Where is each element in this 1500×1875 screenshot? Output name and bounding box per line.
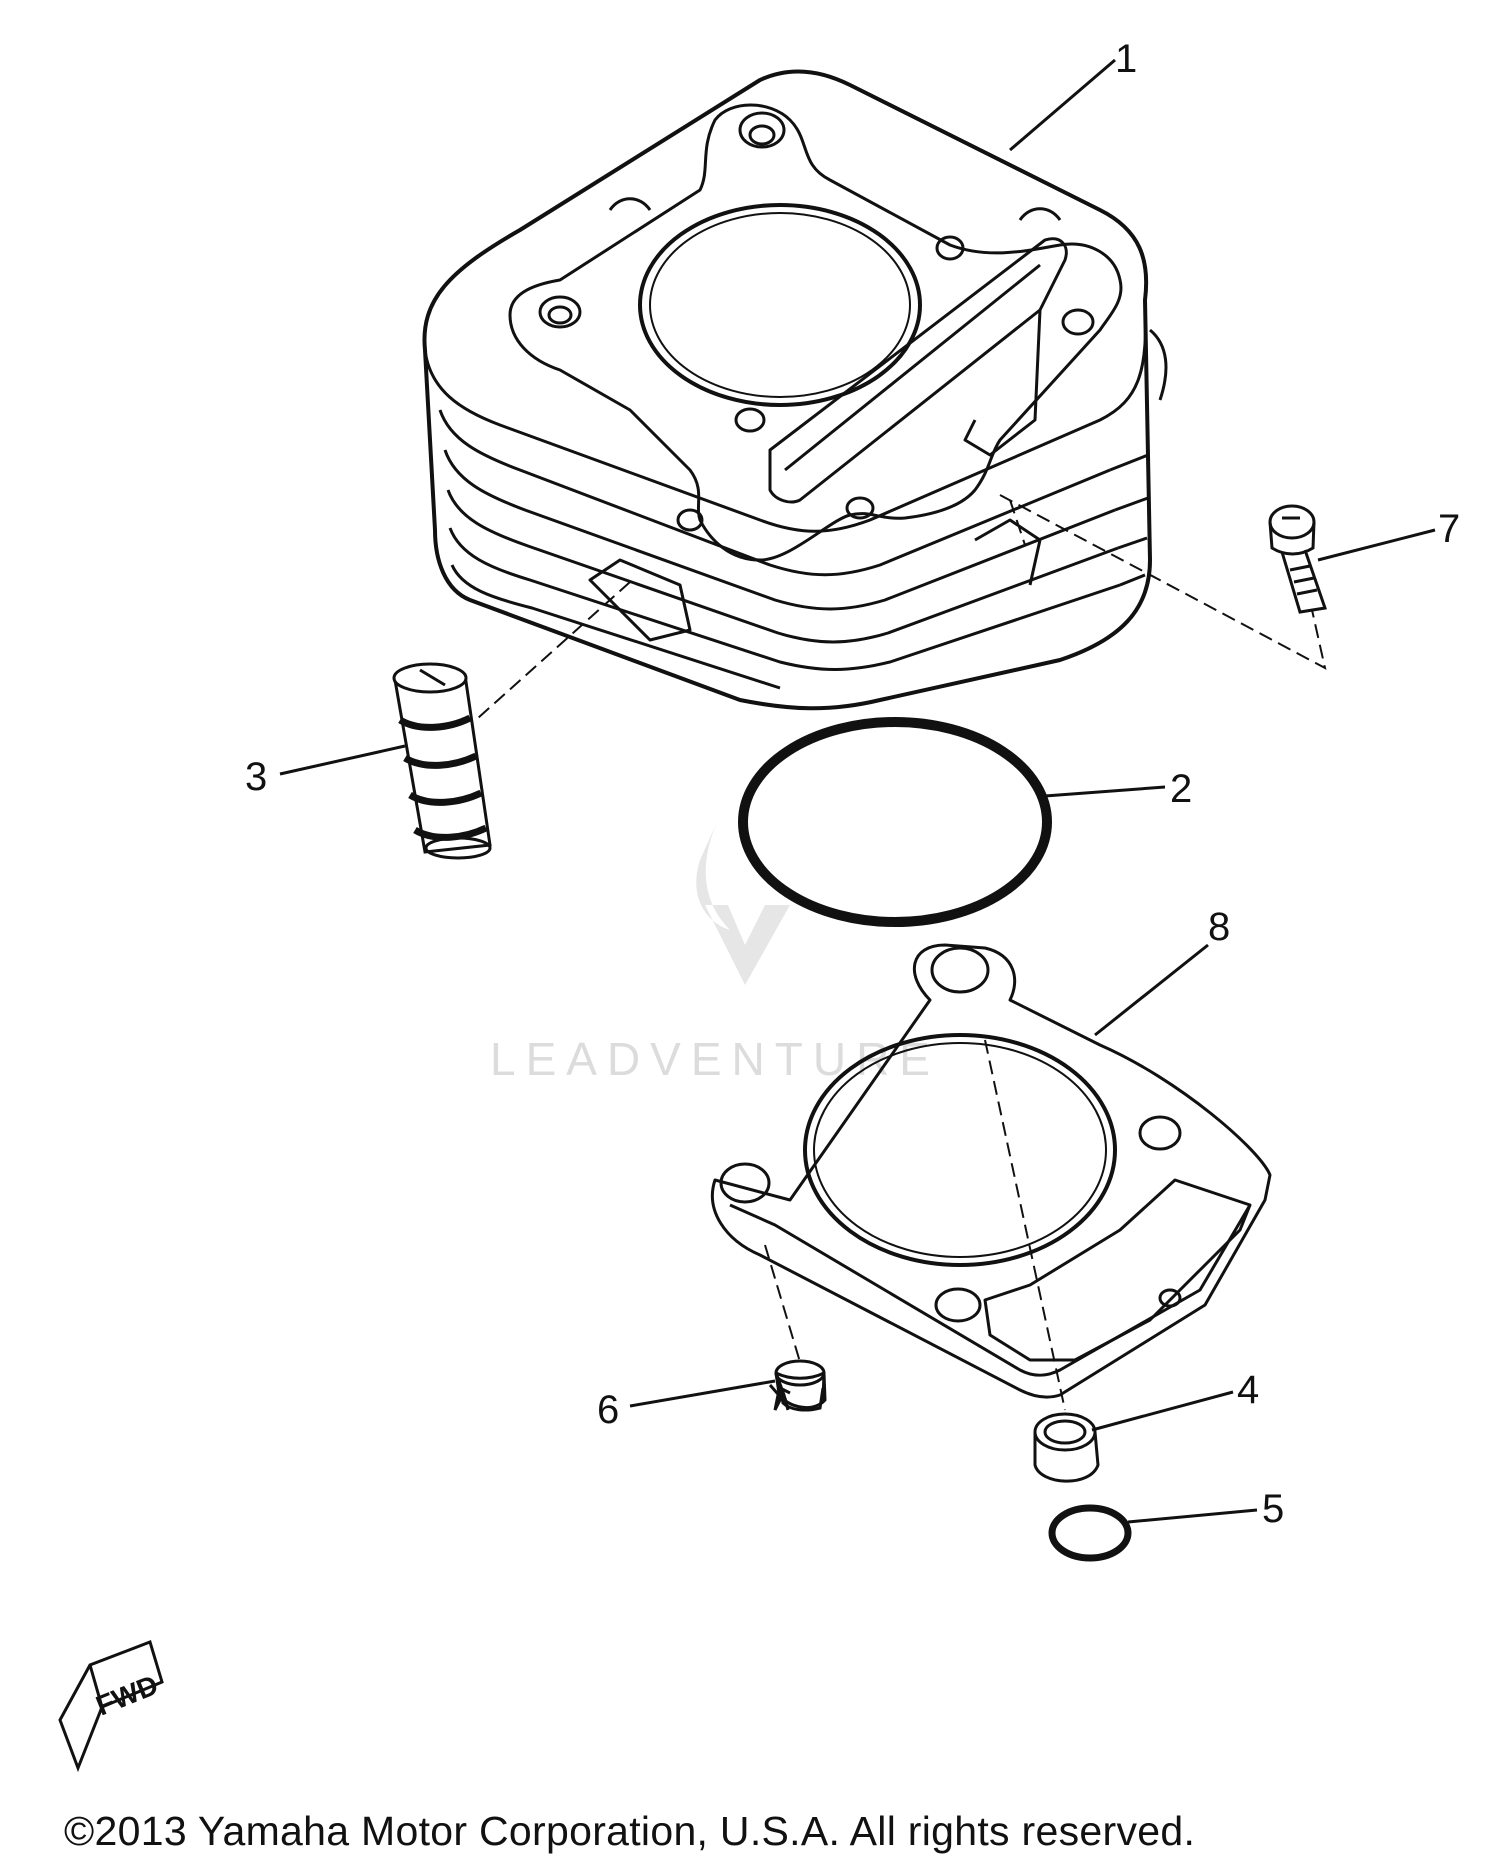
callout-6: 6 [597,1388,619,1432]
callout-5: 5 [1262,1487,1284,1531]
watermark: LEADVENTURE [490,820,940,1085]
leader-7 [1317,528,1436,562]
callout-8: 8 [1208,905,1230,949]
assembly-line-gasket [984,1039,1066,1411]
assembly-line-bolt-b [1009,499,1026,546]
callout-4: 4 [1237,1368,1259,1412]
assembly-line-stud [477,581,631,719]
callout-1: 1 [1115,37,1137,81]
leader-2 [1044,785,1166,798]
assembly-lines [477,494,1327,1411]
leader-6 [629,1379,776,1408]
part-6-dowel-pin [768,1359,827,1412]
copyright-notice: ©2013 Yamaha Motor Corporation, U.S.A. A… [64,1808,1196,1854]
callout-7: 7 [1438,507,1460,551]
leader-1 [1009,58,1116,152]
callout-3: 3 [245,755,267,799]
leader-8 [1094,943,1209,1037]
part-5-o-ring [1048,1504,1132,1562]
watermark-logo-icon [696,820,790,985]
callout-2: 2 [1170,767,1192,811]
leader-5 [1127,1508,1258,1524]
part-1-cylinder [422,69,1168,711]
leader-4 [1091,1390,1234,1432]
watermark-text: LEADVENTURE [490,1033,940,1085]
part-3-stud [392,662,492,860]
leader-lines [279,58,1436,1524]
part-2-o-ring [738,717,1052,927]
callout-labels: 1 2 3 4 5 6 7 8 [245,37,1460,1531]
leader-3 [279,744,406,776]
part-4-dowel [1033,1412,1100,1483]
assembly-line-dowel-6 [764,1244,801,1363]
part-7-bolt [1268,504,1328,614]
fwd-direction-tag: FWD [58,1640,164,1773]
part-8-base-gasket [710,943,1272,1399]
assembly-line-bolt [999,494,1327,670]
